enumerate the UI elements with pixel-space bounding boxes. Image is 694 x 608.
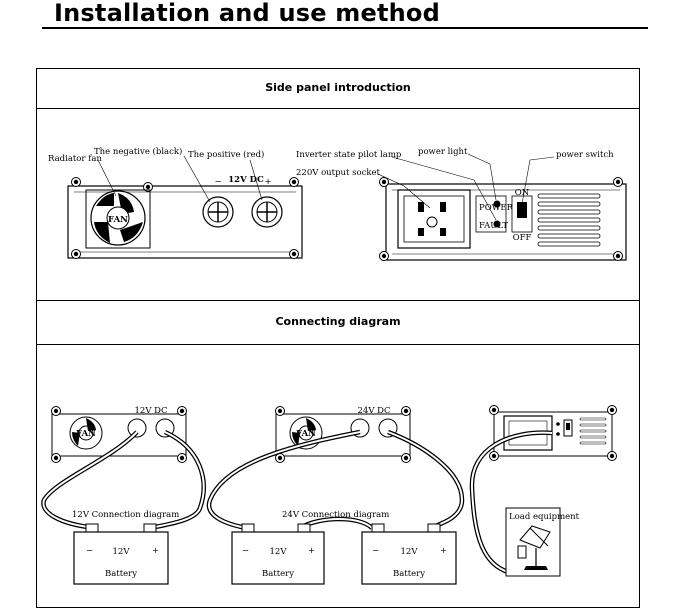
battery-voltage: 12V bbox=[113, 547, 131, 557]
callout-radiator-fan: Radiator fan bbox=[48, 154, 102, 164]
output-socket bbox=[397, 189, 471, 249]
inverter-output-side bbox=[489, 405, 617, 461]
battery-minus: − bbox=[372, 546, 379, 556]
positive-terminal bbox=[251, 196, 283, 228]
section-heading-connecting: Connecting diagram bbox=[275, 315, 401, 328]
battery-plus: + bbox=[308, 546, 315, 556]
battery-label: Battery bbox=[105, 569, 137, 579]
label-24v-diagram: 24V Connection diagram bbox=[282, 510, 389, 520]
battery: − 12V + Battery bbox=[361, 523, 457, 585]
lamp-icon bbox=[517, 525, 551, 570]
battery-label: Battery bbox=[262, 569, 294, 579]
load-equipment-label: Load equipment bbox=[509, 512, 580, 522]
dc-rating-label: 12V DC bbox=[228, 175, 264, 185]
fan-icon: FAN bbox=[85, 189, 151, 249]
section-heading-side-panel: Side panel introduction bbox=[265, 81, 411, 94]
callout-negative: The negative (black) bbox=[94, 146, 182, 157]
fan-label: FAN bbox=[108, 215, 128, 225]
callout-power-light: power light bbox=[418, 147, 468, 157]
battery: − 12V + Battery bbox=[231, 523, 325, 585]
dc-rating-label: 12V DC bbox=[135, 406, 168, 416]
led-indicators: POWER FAULT bbox=[475, 195, 514, 233]
led-fault-label: FAULT bbox=[479, 221, 508, 231]
callout-state-lamp: Inverter state pilot lamp bbox=[296, 150, 402, 160]
negative-terminal bbox=[202, 196, 234, 228]
fan-label: FAN bbox=[296, 429, 316, 439]
battery-voltage: 12V bbox=[401, 547, 419, 557]
divider bbox=[36, 344, 640, 345]
title-underline bbox=[42, 27, 648, 29]
left-side-panel: FAN − 12V DC + Radiator fan The negative… bbox=[48, 146, 303, 259]
battery-label: Battery bbox=[393, 569, 425, 579]
plus-sign: + bbox=[264, 177, 271, 187]
battery-minus: − bbox=[242, 546, 249, 556]
battery-plus: + bbox=[152, 546, 159, 556]
battery-plus: + bbox=[440, 546, 447, 556]
page-title: Installation and use method bbox=[54, 0, 440, 27]
callout-power-switch: power switch bbox=[556, 150, 614, 160]
power-switch: ON OFF bbox=[511, 188, 533, 243]
load-equipment: Load equipment bbox=[505, 507, 580, 577]
divider bbox=[36, 300, 640, 301]
dc-rating-label: 24V DC bbox=[358, 406, 391, 416]
fan-label: FAN bbox=[76, 429, 96, 439]
battery-voltage: 12V bbox=[270, 547, 288, 557]
label-12v-diagram: 12V Connection diagram bbox=[72, 510, 179, 520]
right-side-panel: POWER FAULT ON OFF Inverter state pilot … bbox=[296, 147, 627, 261]
divider bbox=[36, 108, 640, 109]
battery: − 12V + Battery bbox=[73, 523, 169, 585]
battery-minus: − bbox=[86, 546, 93, 556]
switch-off-label: OFF bbox=[513, 233, 532, 243]
switch-on-label: ON bbox=[515, 188, 530, 198]
callout-positive: The positive (red) bbox=[188, 149, 264, 160]
led-power-label: POWER bbox=[479, 203, 514, 213]
callout-output-socket: 220V output socket bbox=[296, 168, 381, 178]
minus-sign: − bbox=[214, 177, 221, 187]
vent-slots bbox=[537, 193, 601, 247]
